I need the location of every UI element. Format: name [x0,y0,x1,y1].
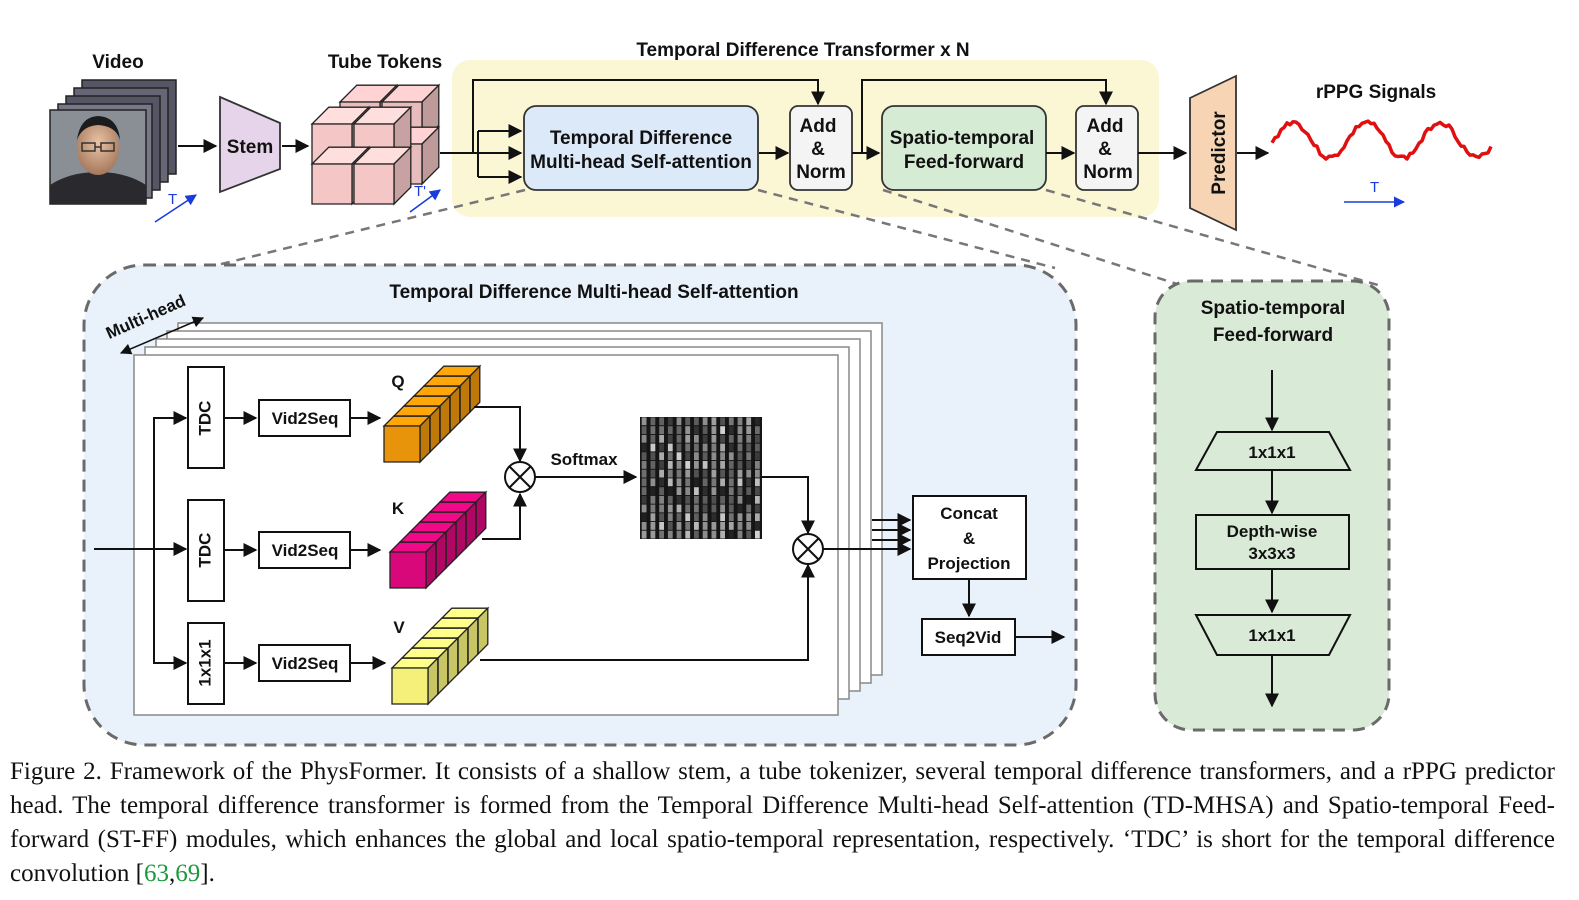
video-frames [49,79,177,205]
multihead-arrow [119,316,205,355]
tdmhsa-detail-title: Temporal Difference Multi-head Self-atte… [389,282,798,303]
stff-line2: Feed-forward [904,152,1024,173]
ff-conv-top-label: 1x1x1 [1248,443,1295,462]
tdmhsa-block [523,105,759,191]
tube-tokens [310,83,441,206]
vid2seq-label-v: Vid2Seq [272,654,339,673]
input-branch-v [153,549,188,670]
k-label: K [392,499,405,518]
time-arrow-tokens [409,189,441,213]
norm-label-2: Norm [1083,162,1133,183]
v-tokens [390,606,490,706]
multiply-node-1 [504,461,536,493]
caption-end: ]. [200,860,215,887]
arrow-v-multiply [480,563,815,661]
rppg-label: rPPG Signals [1316,82,1436,103]
seq2vid-label: Seq2Vid [935,628,1002,647]
conv111-block-v [187,622,225,705]
input-branch-q [153,411,188,549]
vid2seq-label-q: Vid2Seq [272,409,339,428]
add-norm-block-1 [789,105,853,191]
physformer-diagram: Video T Stem Tube Tokens T' Temporal Dif… [49,40,1493,747]
ff-depthwise-label2: 3x3x3 [1248,544,1295,563]
arrow-attn-multiply [762,476,815,535]
ff-depthwise-label1: Depth-wise [1227,522,1318,541]
multiply-node-2 [792,533,824,565]
ff-conv-bottom-label: 1x1x1 [1248,626,1295,645]
video-label: Video [92,52,143,73]
concat-amp-label: & [963,529,975,548]
vid2seq-label-k: Vid2Seq [272,541,339,560]
time-label-video: T [168,191,177,208]
time-arrow-video [154,194,197,223]
v-label: V [393,618,405,637]
residual-arrow-1 [472,79,825,153]
add-norm-block-2 [1075,105,1139,191]
caption-text: Figure 2. Framework of the PhysFormer. I… [10,758,1555,887]
q-tokens [382,364,482,464]
tube-tokens-label: Tube Tokens [328,52,442,73]
time-label-tokens: T' [414,183,426,200]
attention-map [640,417,762,539]
figure-caption: Figure 2. Framework of the PhysFormer. I… [10,755,1555,891]
add-label-1: Add [800,116,837,137]
amp-label-1: & [811,139,825,160]
tdc-block-k [187,499,225,602]
concat-projection-block [912,495,1027,580]
norm-label-1: Norm [796,162,846,183]
tdt-title: Temporal Difference Transformer x N [636,40,969,61]
zoom-line-right-1 [882,188,1181,287]
predictor-block [1189,74,1237,232]
arrow-k-multiply [482,492,527,540]
ff-conv-bottom [1194,614,1352,656]
conv111-label-v: 1x1x1 [195,639,214,686]
tdc-label-q: TDC [195,401,214,436]
stff-block [881,105,1047,191]
residual-arrow-2 [861,79,1113,153]
zoom-line-left-2 [757,188,1056,270]
tdc-block-q [187,366,225,469]
stff-detail-title2: Feed-forward [1213,325,1333,346]
concat-label: Concat [940,504,998,523]
head-stack [133,322,883,716]
tdmhsa-line2: Multi-head Self-attention [530,152,752,173]
projection-label: Projection [927,554,1010,573]
tdc-label-k: TDC [195,533,214,568]
citation-63[interactable]: 63 [144,860,170,887]
stff-detail-title1: Spatio-temporal [1201,298,1346,319]
add-label-2: Add [1087,116,1124,137]
softmax-label: Softmax [550,450,618,469]
ff-conv-top [1194,431,1352,471]
stem-block [219,95,281,194]
vid2seq-block-v [258,644,351,682]
tdmhsa-line1: Temporal Difference [550,128,732,149]
seq2vid-block [921,618,1016,656]
citation-69[interactable]: 69 [175,860,201,887]
vid2seq-block-q [258,399,351,437]
predictor-label: Predictor [1209,111,1230,195]
face-frame [49,109,147,205]
stem-label: Stem [227,137,273,158]
q-label: Q [391,372,404,391]
stff-line1: Spatio-temporal [890,128,1035,149]
zoom-line-left-1 [204,188,526,270]
caption-sep: , [169,860,176,887]
arrow-q-multiply [474,406,527,463]
rppg-signal [1270,119,1493,161]
amp-label-2: & [1098,139,1112,160]
k-tokens [388,490,488,590]
time-label-signal: T [1370,179,1379,196]
